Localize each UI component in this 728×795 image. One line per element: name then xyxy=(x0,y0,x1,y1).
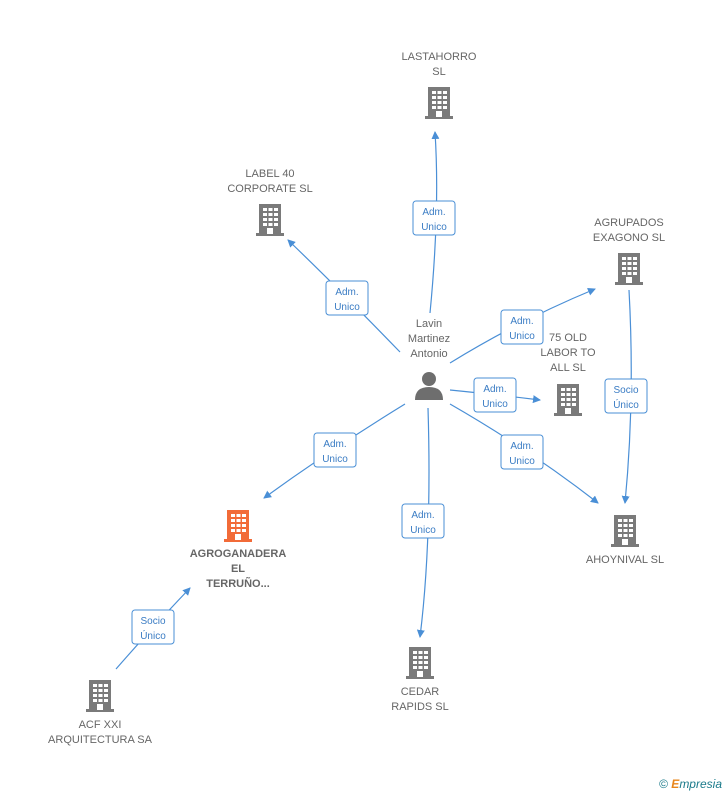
company-label: EL xyxy=(231,563,245,575)
relation-badge-label: Unico xyxy=(509,456,535,467)
company-node-ahoynival[interactable]: AHOYNIVAL SL xyxy=(586,515,664,566)
person-name-label: Antonio xyxy=(410,348,447,360)
company-label: CEDAR xyxy=(401,686,440,698)
company-node-cedar[interactable]: CEDAR RAPIDS SL xyxy=(391,647,449,713)
nodes-layer: LASTAHORRO SL LABEL 40 CORPORATE SL AGRUPADO… xyxy=(48,51,665,746)
building-icon xyxy=(224,510,252,542)
relation-badge-box xyxy=(604,378,648,414)
company-label: SL xyxy=(432,66,445,78)
brand-initial: E xyxy=(671,777,680,791)
relation-badge-label: Unico xyxy=(322,454,348,465)
relation-badge-label: Adm. xyxy=(510,441,533,452)
watermark: © Empresia xyxy=(659,777,722,791)
relation-badge-label: Unico xyxy=(509,331,535,342)
building-icon xyxy=(256,204,284,236)
relation-badge-box xyxy=(500,309,544,345)
relation-badge-box xyxy=(131,609,175,645)
company-label: CORPORATE SL xyxy=(227,183,312,195)
company-node-lastahorro[interactable]: LASTAHORRO SL xyxy=(402,51,477,119)
edges-layer xyxy=(115,131,632,670)
badges-layer: Adm.UnicoAdm.UnicoAdm.UnicoAdm.UnicoAdm.… xyxy=(131,200,648,645)
relation-badge-label: Único xyxy=(140,629,166,642)
relation-badge[interactable]: Adm. Unico xyxy=(473,377,517,413)
building-icon xyxy=(406,647,434,679)
relation-badge-box xyxy=(325,280,369,316)
company-label: ACF XXI xyxy=(79,719,122,731)
relation-badge[interactable]: Adm. Unico xyxy=(313,432,357,468)
relation-badge-label: Único xyxy=(613,398,639,411)
relation-badge-label: Unico xyxy=(421,222,447,233)
relation-badge-label: Socio xyxy=(140,616,165,627)
relation-badge[interactable]: Adm. Unico xyxy=(500,434,544,470)
relation-badge-box xyxy=(473,377,517,413)
company-label: TERRUÑO... xyxy=(206,577,270,590)
company-label: EXAGONO SL xyxy=(593,232,665,244)
relation-badge-label: Adm. xyxy=(335,287,358,298)
company-node-acf[interactable]: ACF XXI ARQUITECTURA SA xyxy=(48,680,153,746)
company-label: LASTAHORRO xyxy=(402,51,477,63)
relation-badge[interactable]: Adm. Unico xyxy=(500,309,544,345)
relation-badge-label: Adm. xyxy=(483,384,506,395)
building-icon xyxy=(425,87,453,119)
relation-badge-label: Adm. xyxy=(422,207,445,218)
relation-badge-box xyxy=(500,434,544,470)
company-label: RAPIDS SL xyxy=(391,701,448,713)
company-label: AGRUPADOS xyxy=(594,217,663,229)
company-label: ARQUITECTURA SA xyxy=(48,734,153,746)
company-node-agrupados[interactable]: AGRUPADOS EXAGONO SL xyxy=(593,217,665,285)
copyright-symbol: © xyxy=(659,777,668,791)
person-name-label: Martinez xyxy=(408,333,450,345)
relation-badge[interactable]: Adm. Unico xyxy=(325,280,369,316)
company-label: ALL SL xyxy=(550,362,586,374)
relation-badge-label: Adm. xyxy=(323,439,346,450)
building-icon xyxy=(615,253,643,285)
relation-badge-label: Unico xyxy=(410,525,436,536)
relation-badge-label: Unico xyxy=(334,302,360,313)
company-label: LABEL 40 xyxy=(245,168,294,180)
company-node-label40[interactable]: LABEL 40 CORPORATE SL xyxy=(227,168,313,236)
relation-badge-label: Socio xyxy=(613,385,638,396)
person-name-label: Lavin xyxy=(416,318,442,330)
relation-badge-label: Adm. xyxy=(510,316,533,327)
company-label: AGROGANADERA xyxy=(190,548,287,560)
building-icon xyxy=(554,384,582,416)
relation-badge-box xyxy=(401,503,445,539)
company-node-labor[interactable]: 75 OLD LABOR TO ALL SL xyxy=(540,332,596,416)
company-label: 75 OLD xyxy=(549,332,587,344)
brand-name: mpresia xyxy=(679,777,722,791)
company-label: AHOYNIVAL SL xyxy=(586,554,664,566)
company-node-agroganadera[interactable]: AGROGANADERA EL TERRUÑO... xyxy=(190,510,287,590)
building-icon xyxy=(86,680,114,712)
relation-badge[interactable]: Adm. Unico xyxy=(401,503,445,539)
company-label: LABOR TO xyxy=(540,347,596,359)
person-icon xyxy=(415,372,443,400)
relation-badge-label: Adm. xyxy=(411,510,434,521)
relation-badge-box xyxy=(412,200,456,236)
relation-badge-label: Unico xyxy=(482,399,508,410)
building-icon xyxy=(611,515,639,547)
relation-badge-box xyxy=(313,432,357,468)
relation-badge[interactable]: Adm. Unico xyxy=(412,200,456,236)
